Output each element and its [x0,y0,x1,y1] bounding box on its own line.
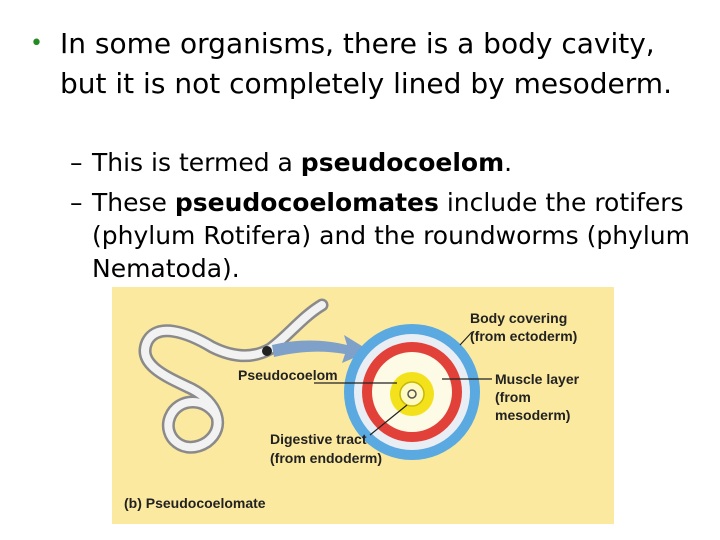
leader-digestive [369,404,408,436]
label-muscle-source: mesoderm) [495,407,570,423]
label-digestive-source: (from endoderm) [270,450,382,466]
sub-text-post: include the rotifers (phylum Rotifera) a… [92,188,690,283]
figure-caption: (b) Pseudocoelomate [124,495,266,511]
sub-bullet-text: This is termed a pseudocoelom. [70,146,690,179]
label-muscle: Muscle layer [495,371,580,387]
label-body-covering-source: (from ectoderm) [470,328,577,344]
leader-body-covering [459,331,473,346]
label-body-covering: Body covering [470,310,567,326]
cut-marker-icon [262,346,272,356]
sub-text-bold: pseudocoelomates [174,188,439,217]
bullet-marker: • [30,31,43,56]
label-digestive: Digestive tract [270,431,367,447]
sub-text-pre: This is termed a [92,148,301,177]
sub-text-post: . [504,148,513,177]
main-bullet: • In some organisms, there is a body cav… [30,24,690,104]
pseudocoelomate-figure: Body covering (from ectoderm) Pseudocoel… [112,287,614,524]
sub-text-pre: These [92,188,175,217]
pseudocoelomate-diagram: Body covering (from ectoderm) Pseudocoel… [124,298,580,511]
gut-lumen [399,381,425,407]
label-pseudocoelom: Pseudocoelom [238,367,338,383]
sub-bullet-text: These pseudocoelomates include the rotif… [70,186,690,285]
arrow-icon [272,335,370,363]
cross-section [344,324,480,460]
sub-bullet-pseudocoelom: – This is termed a pseudocoelom. [70,146,690,179]
dash-marker: – [70,148,83,177]
main-bullet-text: In some organisms, there is a body cavit… [60,27,672,100]
sub-bullet-pseudocoelomates: – These pseudocoelomates include the rot… [70,186,690,285]
gut-center [407,389,417,399]
sub-text-bold: pseudocoelom [300,148,505,177]
label-muscle-from: (from [495,389,531,405]
dash-marker: – [70,188,83,217]
